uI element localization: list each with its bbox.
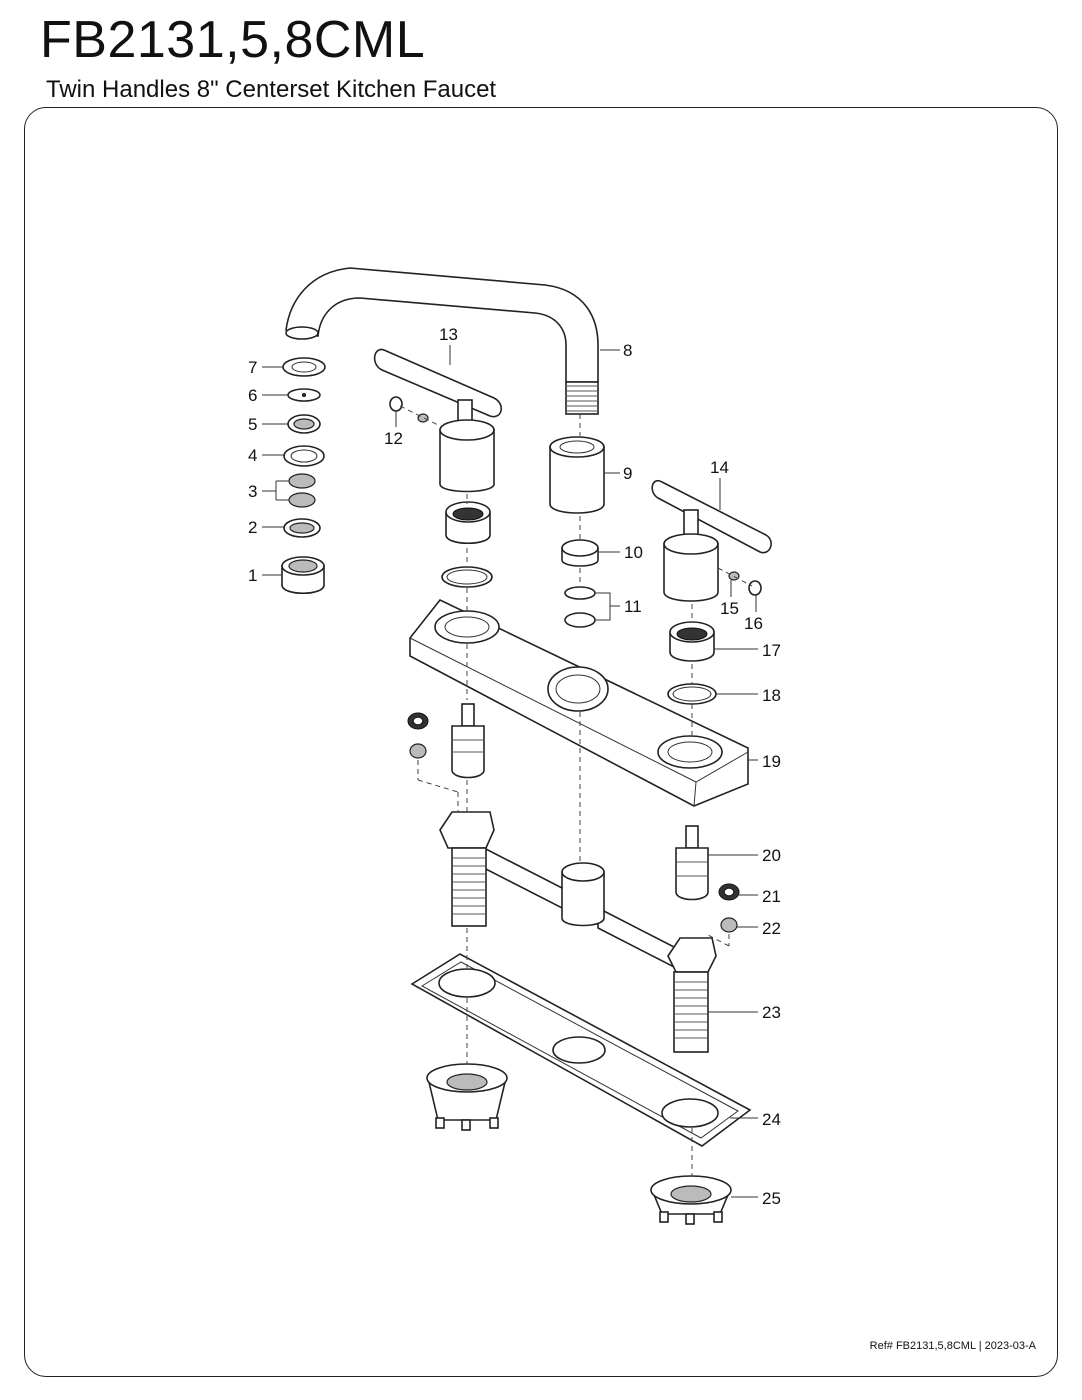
callout-14: 14 — [710, 458, 729, 477]
callout-9: 9 — [623, 464, 632, 483]
leader-lines — [262, 345, 758, 1198]
spout-part — [285, 267, 599, 415]
callout-10: 10 — [624, 543, 643, 562]
callout-1: 1 — [248, 566, 257, 585]
valve-body-part — [439, 811, 717, 1053]
callout-8: 8 — [623, 341, 632, 360]
reference-number: Ref# FB2131,5,8CML | 2023-03-A — [869, 1340, 1036, 1352]
callout-19: 19 — [762, 752, 781, 771]
callout-21: 21 — [762, 887, 781, 906]
alignment-lines — [399, 405, 753, 1176]
right-handle-part — [651, 479, 772, 705]
left-bonnet-part — [441, 501, 493, 588]
right-cartridge-part — [675, 825, 740, 933]
callout-22: 22 — [762, 919, 781, 938]
model-number: FB2131,5,8CML — [40, 11, 426, 69]
callout-24: 24 — [762, 1110, 781, 1129]
callout-13: 13 — [439, 325, 458, 344]
callout-18: 18 — [762, 686, 781, 705]
callout-20: 20 — [762, 846, 781, 865]
diagram-frame — [24, 107, 1058, 1377]
callout-4: 4 — [248, 446, 257, 465]
left-handle-part — [373, 348, 502, 493]
right-mounting-nut-part — [650, 1175, 732, 1225]
callout-16: 16 — [744, 614, 763, 633]
left-cartridge-part — [407, 703, 485, 779]
callout-labels: 7 6 5 4 3 2 1 8 9 10 11 12 13 14 15 16 1… — [248, 325, 781, 1208]
left-mounting-nut-part — [426, 1063, 508, 1131]
callout-17: 17 — [762, 641, 781, 660]
callout-5: 5 — [248, 415, 257, 434]
callout-23: 23 — [762, 1003, 781, 1022]
callout-25: 25 — [762, 1189, 781, 1208]
spout-sleeve-parts — [549, 436, 605, 628]
callout-12: 12 — [384, 429, 403, 448]
callout-2: 2 — [248, 518, 257, 537]
callout-3: 3 — [248, 482, 257, 501]
callout-7: 7 — [248, 358, 257, 377]
aerator-parts — [281, 357, 326, 595]
callout-15: 15 — [720, 599, 739, 618]
deck-plate-part — [409, 599, 749, 807]
product-subtitle: Twin Handles 8" Centerset Kitchen Faucet — [46, 76, 497, 103]
callout-11: 11 — [624, 597, 642, 616]
gasket-part — [410, 953, 752, 1147]
callout-6: 6 — [248, 386, 257, 405]
